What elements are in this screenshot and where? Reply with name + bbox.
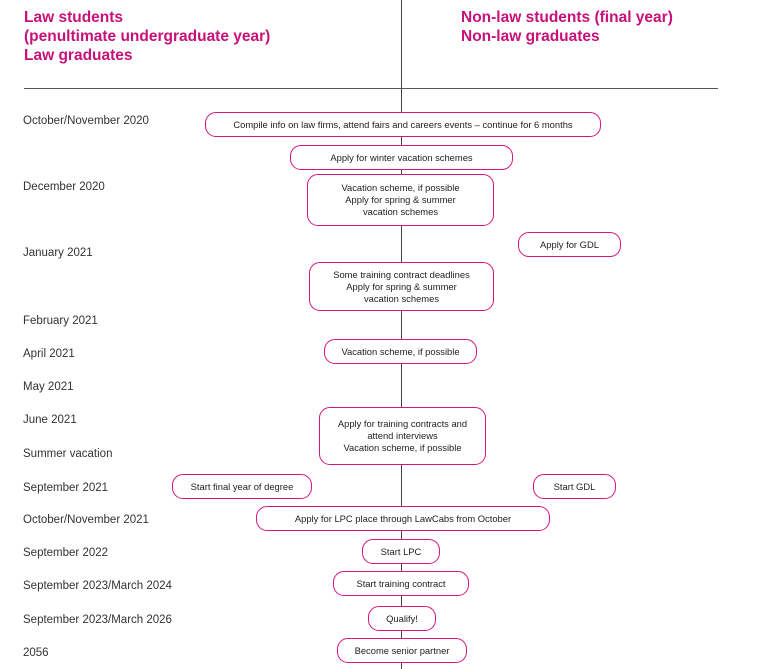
box-final-year: Start final year of degree	[172, 474, 312, 499]
box-text: Become senior partner	[354, 644, 450, 656]
date-label: June 2021	[23, 414, 77, 426]
date-label: October/November 2021	[23, 514, 149, 526]
header-line: Non-law graduates	[461, 28, 600, 45]
box-text: Qualify!	[386, 612, 418, 624]
date-label: April 2021	[23, 348, 75, 360]
box-text: Apply for GDL	[540, 238, 599, 250]
date-label: 2056	[23, 647, 49, 659]
box-training-contract: Start training contract	[333, 571, 469, 596]
box-text: Start training contract	[356, 577, 446, 589]
box-text: Apply for LPC place through LawCabs from…	[294, 512, 512, 524]
date-label: September 2023/March 2024	[23, 580, 172, 592]
box-text: Apply for spring & summer	[346, 280, 457, 292]
header-non-law-students: Non-law students (final year) Non-law gr…	[461, 8, 673, 46]
box-text: Some training contract deadlines	[333, 268, 470, 280]
box-text: Apply for training contracts and	[337, 418, 468, 429]
header-line: Non-law students (final year)	[461, 9, 673, 26]
box-text: Vacation scheme, if possible	[343, 442, 462, 453]
date-label: May 2021	[23, 381, 74, 393]
box-qualify: Qualify!	[368, 606, 436, 631]
box-text: Start LPC	[380, 545, 422, 557]
box-text: vacation schemes	[362, 206, 439, 217]
date-label: December 2020	[23, 181, 105, 193]
box-text: Compile info on law firms, attend fairs …	[233, 118, 573, 130]
box-lpc-apply: Apply for LPC place through LawCabs from…	[256, 506, 550, 531]
box-start-lpc: Start LPC	[362, 539, 440, 564]
date-label: September 2021	[23, 482, 109, 494]
header-line: Law graduates	[24, 47, 133, 64]
date-label: October/November 2020	[23, 115, 149, 127]
box-text: Start GDL	[553, 480, 596, 492]
box-text: Vacation scheme, if possible	[341, 345, 460, 357]
box-text: Apply for winter vacation schemes	[330, 151, 473, 163]
box-compile-info: Compile info on law firms, attend fairs …	[205, 112, 601, 137]
timeline-spine	[401, 0, 402, 669]
box-text: Start final year of degree	[190, 480, 294, 492]
box-start-gdl: Start GDL	[533, 474, 616, 499]
date-label: Summer vacation	[23, 448, 113, 460]
date-label: February 2021	[23, 315, 98, 327]
box-june: Apply for training contracts and attend …	[319, 407, 486, 465]
date-label: January 2021	[23, 247, 93, 259]
box-text: vacation schemes	[363, 292, 440, 304]
header-divider	[24, 88, 718, 89]
date-label: September 2023/March 2026	[23, 614, 172, 626]
header-line: (penultimate undergraduate year)	[24, 28, 271, 45]
box-text: attend interviews	[367, 430, 438, 441]
box-january: Some training contract deadlines Apply f…	[309, 262, 494, 311]
box-april: Vacation scheme, if possible	[324, 339, 477, 364]
box-text: Vacation scheme, if possible	[341, 182, 460, 193]
header-law-students: Law students (penultimate undergraduate …	[24, 8, 270, 65]
box-text: Apply for spring & summer	[345, 194, 456, 205]
box-winter-schemes: Apply for winter vacation schemes	[290, 145, 513, 170]
date-label: September 2022	[23, 547, 109, 559]
box-december: Vacation scheme, if possible Apply for s…	[307, 174, 494, 226]
header-line: Law students	[24, 9, 124, 26]
box-apply-gdl: Apply for GDL	[518, 232, 621, 257]
box-senior-partner: Become senior partner	[337, 638, 467, 663]
